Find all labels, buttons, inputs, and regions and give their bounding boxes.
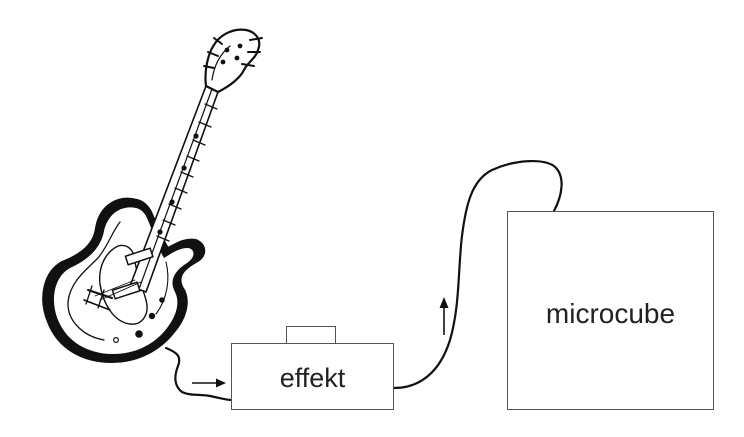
effect-pedal-label: effekt <box>279 363 346 393</box>
amplifier-label: microcube <box>545 298 676 329</box>
arrow-up-icon <box>439 297 449 335</box>
effect-pedal-box: effekt <box>231 343 394 410</box>
arrow-right-icon <box>192 378 226 388</box>
guitar-cable <box>164 346 233 402</box>
amplifier-box: microcube <box>507 211 714 410</box>
amp-cable <box>392 159 563 390</box>
effect-pedal-switch <box>286 326 336 344</box>
electric-guitar-icon <box>42 28 263 363</box>
